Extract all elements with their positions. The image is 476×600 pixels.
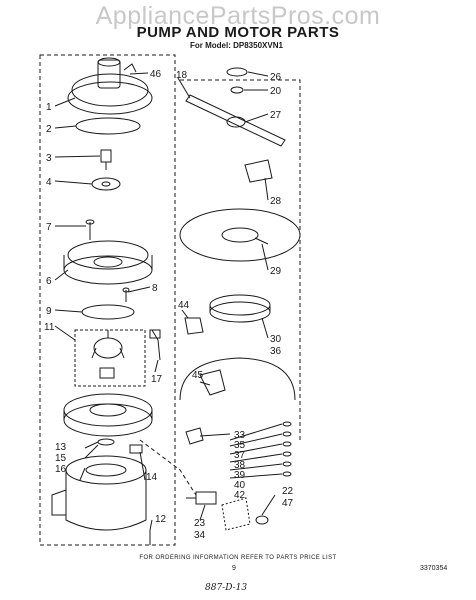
- callout-11: 11: [44, 322, 55, 333]
- pump-assembly-boundary: [39, 54, 176, 546]
- callout-numbers: 1 2 3 4 7 6 9 11 46 8 17 18 26 20 27 28 …: [44, 69, 294, 541]
- catalog-number: 3370354: [420, 565, 448, 572]
- callout-39: 39: [234, 470, 246, 481]
- callout-20: 20: [270, 86, 282, 97]
- handwritten-note: 887-D-13: [205, 583, 248, 593]
- callout-2: 2: [46, 124, 52, 135]
- terminal-block-34: [221, 497, 251, 531]
- bracket-33: [185, 427, 204, 445]
- pump-housing: [63, 240, 153, 285]
- callout-17: 17: [151, 374, 163, 385]
- callout-8: 8: [152, 283, 158, 294]
- callout-12: 12: [155, 514, 167, 525]
- filter-disc: [91, 177, 121, 191]
- callout-33: 33: [234, 430, 246, 441]
- ordering-note: FOR ORDERING INFORMATION REFER TO PARTS …: [139, 555, 337, 561]
- callout-44: 44: [178, 300, 190, 311]
- deflector-28: [244, 159, 273, 183]
- impeller-group: [74, 329, 146, 387]
- callout-28: 28: [270, 196, 282, 207]
- callout-26: 26: [270, 72, 282, 83]
- callout-38: 38: [234, 460, 246, 471]
- callout-42: 42: [234, 490, 246, 501]
- callout-22: 22: [282, 486, 294, 497]
- callout-14: 14: [146, 472, 158, 483]
- callout-30: 30: [270, 334, 282, 345]
- callout-3: 3: [46, 153, 52, 164]
- callout-47: 47: [282, 498, 294, 509]
- motor-mount-plate: [63, 393, 153, 437]
- gasket-disc: [81, 304, 135, 320]
- callout-37: 37: [234, 450, 246, 461]
- screw-8: [122, 287, 130, 302]
- callout-34: 34: [194, 530, 206, 541]
- callout-35: 35: [234, 440, 246, 451]
- leader-lines: [54, 71, 283, 531]
- callout-40: 40: [234, 480, 246, 491]
- arm-17: [149, 329, 161, 361]
- callout-27: 27: [270, 110, 282, 121]
- washer-15: [97, 438, 115, 446]
- part-44: [184, 317, 204, 335]
- callout-1: 1: [46, 102, 52, 113]
- callout-23: 23: [194, 518, 206, 529]
- callout-6: 6: [46, 276, 52, 287]
- callout-13: 13: [55, 442, 67, 453]
- heater-plug-23: [186, 491, 217, 505]
- gasket-45: [179, 357, 296, 401]
- fastener-stack: [282, 421, 292, 477]
- callout-18: 18: [176, 70, 188, 81]
- page-number: 9: [232, 565, 236, 572]
- wire-path: [139, 439, 197, 496]
- callout-4: 4: [46, 177, 52, 188]
- hub-26: [226, 67, 248, 77]
- washer-20: [230, 86, 244, 94]
- callout-29: 29: [270, 266, 282, 277]
- motor: [51, 455, 147, 531]
- callout-7: 7: [46, 222, 52, 233]
- nut-47: [255, 515, 269, 525]
- watermark: AppliancePartsPros.com: [95, 2, 381, 30]
- pump-top-housing: [67, 57, 153, 115]
- model-line: For Model: DP8350XVN1: [190, 41, 283, 50]
- small-fitting: [100, 149, 112, 170]
- filter-screen-29: [179, 208, 301, 262]
- callout-36: 36: [270, 346, 282, 357]
- callout-46: 46: [150, 69, 162, 80]
- wash-arm-assembly-boundary: [180, 79, 301, 440]
- screw-7: [85, 219, 95, 240]
- seal-ring: [75, 117, 141, 135]
- callout-16: 16: [55, 464, 67, 475]
- callout-45: 45: [192, 370, 204, 381]
- callout-9: 9: [46, 306, 52, 317]
- spacer-14: [129, 444, 143, 454]
- callout-15: 15: [55, 453, 67, 464]
- page-title: PUMP AND MOTOR PARTS: [136, 24, 340, 41]
- ring-30: [209, 294, 271, 323]
